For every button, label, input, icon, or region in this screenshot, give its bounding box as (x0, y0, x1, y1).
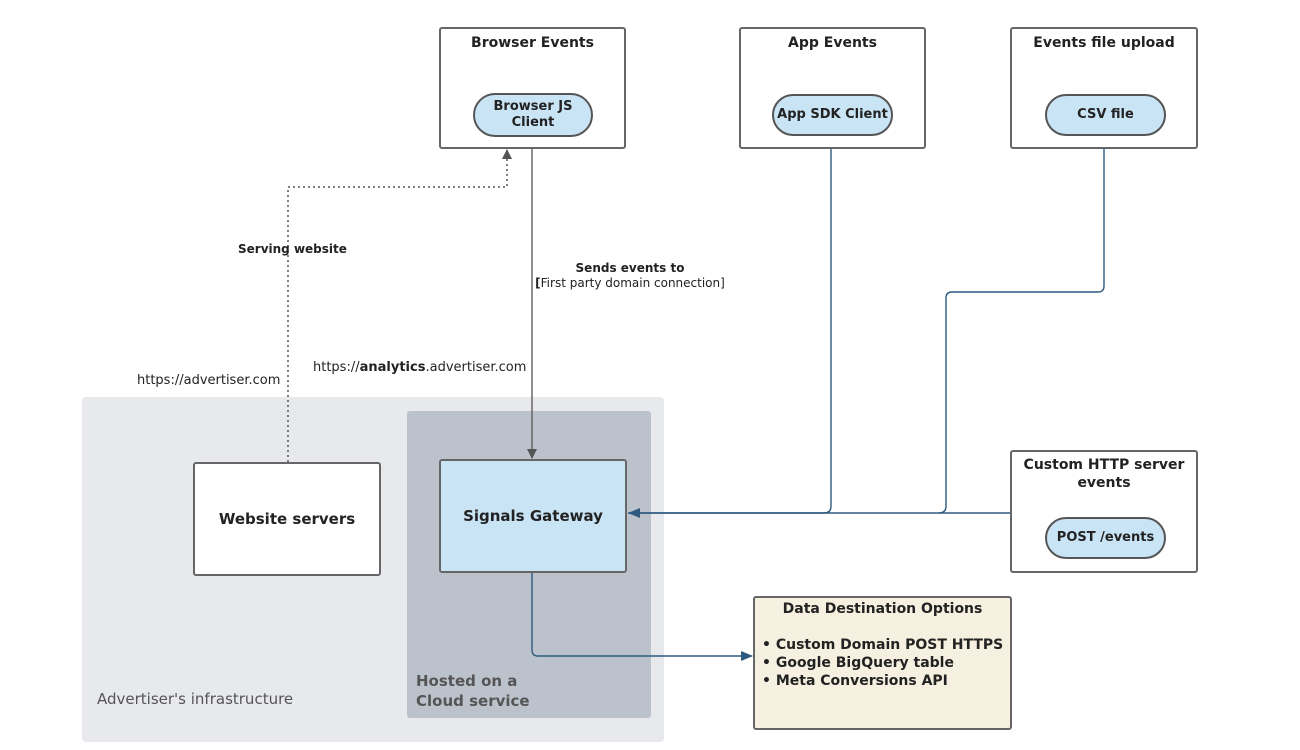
browser-js-client-node: Browser JS Client (473, 93, 593, 137)
bracket-open: [ (535, 276, 541, 290)
custom-http-events-box: Custom HTTP server events POST /events (1010, 450, 1198, 573)
cloud-label-line2: Cloud service (416, 692, 530, 710)
csv-file-node: CSV file (1045, 94, 1166, 136)
website-servers-node: Website servers (193, 462, 381, 576)
cloud-label-line1: Hosted on a (416, 672, 518, 690)
browser-events-box: Browser Events Browser JS Client (439, 27, 626, 149)
post-events-node: POST /events (1045, 517, 1166, 559)
browser-client-line1: Browser JS (493, 99, 573, 114)
data-destination-title: Data Destination Options (782, 601, 983, 617)
file-upload-connector (938, 149, 1105, 514)
app-events-connector (628, 149, 832, 514)
destination-connector (531, 573, 753, 661)
http-title-line1: Custom HTTP server (1023, 457, 1185, 473)
browser-client-line2: Client (511, 115, 555, 130)
sends-events-label: Sends events to [First party domain conn… (520, 261, 740, 291)
cloud-service-label: Hosted on a Cloud service (416, 671, 530, 711)
destination-item-bigquery: Google BigQuery table (762, 654, 1003, 672)
analytics-url-subdomain: analytics (359, 360, 426, 375)
infrastructure-label: Advertiser's infrastructure (97, 690, 294, 708)
serving-website-connector (287, 149, 512, 462)
events-file-upload-title: Events file upload (1033, 35, 1175, 51)
destination-item-meta-capi: Meta Conversions API (762, 672, 1003, 690)
app-events-box: App Events App SDK Client (739, 27, 926, 149)
app-sdk-client-node: App SDK Client (772, 94, 893, 136)
app-events-title: App Events (788, 35, 877, 51)
data-destination-box: Data Destination Options Custom Domain P… (753, 596, 1012, 730)
first-party-text: First party domain connection] (540, 276, 725, 290)
analytics-url-prefix: https:// (313, 360, 360, 375)
data-destination-list: Custom Domain POST HTTPS Google BigQuery… (762, 636, 1003, 690)
http-title-line2: events (1077, 475, 1131, 491)
analytics-url-suffix: .advertiser.com (425, 360, 527, 375)
signals-gateway-node: Signals Gateway (439, 459, 627, 573)
sends-events-line2: [First party domain connection] (520, 276, 740, 291)
serving-website-label: Serving website (238, 242, 347, 256)
events-file-upload-box: Events file upload CSV file (1010, 27, 1198, 149)
custom-http-events-title: Custom HTTP server events (1012, 456, 1196, 492)
browser-events-title: Browser Events (471, 35, 594, 51)
destination-item-custom-domain: Custom Domain POST HTTPS (762, 636, 1003, 654)
sends-events-line1: Sends events to (575, 261, 685, 275)
advertiser-url-label: https://advertiser.com (137, 373, 281, 388)
analytics-url-label: https://analytics.advertiser.com (313, 360, 526, 375)
